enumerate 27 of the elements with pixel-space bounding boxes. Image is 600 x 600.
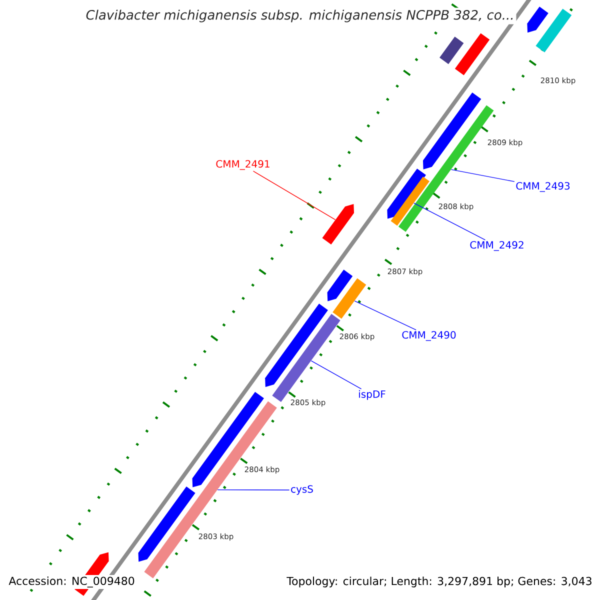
gene-label: CMM_2491 <box>216 160 270 170</box>
gene-bar <box>454 33 490 76</box>
title: Clavibacter michiganensis subsp. michiganensis NCPPB 382, co... <box>84 8 516 24</box>
gene-bar <box>390 176 430 226</box>
leader-line <box>217 489 290 490</box>
pointed-gene-bar <box>192 392 264 488</box>
gene-label: ispDF <box>359 390 386 400</box>
leader-line <box>450 169 515 182</box>
leader-line <box>310 360 362 390</box>
pointed-gene-bar <box>322 204 354 244</box>
gene-bar <box>536 8 572 52</box>
gene-label: CMM_2490 <box>402 331 456 341</box>
leader-line <box>414 202 486 240</box>
leader-line <box>354 300 416 330</box>
gene-label: CMM_2492 <box>470 241 524 251</box>
leader-line <box>252 170 336 220</box>
pointed-gene-bar <box>265 304 328 387</box>
pointed-gene-bar <box>527 6 548 33</box>
gene-bar <box>332 278 366 319</box>
gene-label: cysS <box>291 485 313 495</box>
gene-label: CMM_2493 <box>516 182 570 192</box>
gene-bar <box>440 36 464 64</box>
topology-text: Topology: circular; Length: 3,297,891 bp; Genes: 3,043 <box>285 575 594 589</box>
pointed-gene-bar <box>327 270 353 302</box>
accession-text: Accession: NC_009480 <box>7 575 136 589</box>
pointed-gene-bar <box>138 486 196 562</box>
pointed-gene-bar <box>422 92 482 170</box>
